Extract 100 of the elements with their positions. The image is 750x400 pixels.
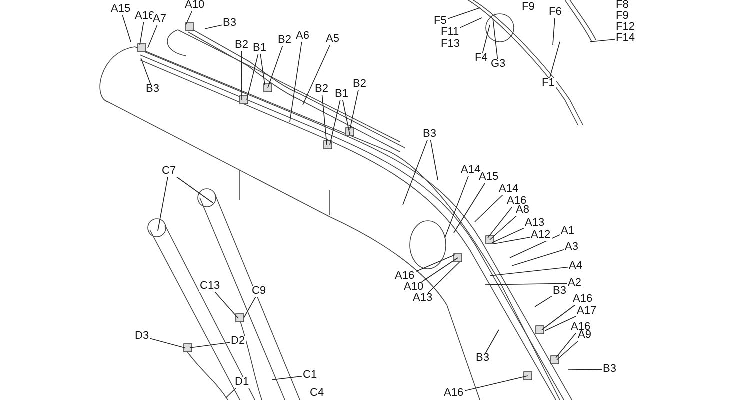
callout-label: B3 xyxy=(552,286,568,297)
leader-line xyxy=(268,46,284,88)
leader-line xyxy=(150,338,186,348)
callout-label: B3 xyxy=(222,18,238,29)
leader-line xyxy=(488,206,513,238)
callout-label: A16 xyxy=(443,388,465,399)
callout-label: B2 xyxy=(234,40,250,51)
leader-line xyxy=(556,332,577,358)
leader-line xyxy=(474,194,504,222)
leader-line xyxy=(485,330,500,354)
callout-label: A12 xyxy=(530,230,552,241)
leader-line xyxy=(454,182,486,234)
leader-line xyxy=(176,176,214,204)
leader-line xyxy=(302,44,331,106)
callout-label: A3 xyxy=(564,242,580,253)
leader-line xyxy=(158,176,168,232)
callout-label: F4 xyxy=(474,53,489,64)
leader-line xyxy=(350,90,359,130)
callout-label: B2 xyxy=(314,84,330,95)
leader-line xyxy=(415,254,456,272)
leader-line xyxy=(494,237,530,244)
leader-line xyxy=(342,100,350,136)
leader-line xyxy=(422,258,458,282)
callout-label: A16 xyxy=(572,294,594,305)
leader-line xyxy=(204,24,222,30)
callout-label: A10 xyxy=(184,0,206,11)
leader-line xyxy=(552,18,556,46)
leader-line xyxy=(510,234,560,258)
leader-line xyxy=(512,250,564,266)
callout-label: A2 xyxy=(567,278,582,289)
callout-label: A9 xyxy=(577,330,592,341)
callout-label: A6 xyxy=(295,31,310,42)
leader-line xyxy=(290,42,302,122)
leader-line xyxy=(490,216,518,240)
callout-label: F1 xyxy=(541,78,556,89)
leader-line xyxy=(122,14,132,42)
leader-line xyxy=(226,388,237,398)
callout-label: A14 xyxy=(498,184,520,195)
leader-line xyxy=(544,316,576,332)
callout-label: F8 xyxy=(615,0,630,11)
leader-line xyxy=(490,266,568,276)
leader-line xyxy=(428,262,460,294)
callout-label: C9 xyxy=(251,286,268,297)
callout-label: A15 xyxy=(110,4,132,15)
callout-label: D2 xyxy=(230,336,246,347)
callout-label: B2 xyxy=(277,35,292,46)
callout-label: A7 xyxy=(152,14,168,25)
leader-line xyxy=(444,176,470,238)
leader-line xyxy=(556,340,579,360)
callout-label: F9 xyxy=(615,11,630,22)
leader-line xyxy=(272,376,302,380)
callout-label: A10 xyxy=(403,282,425,293)
leader-line xyxy=(430,140,438,180)
leader-line xyxy=(260,54,266,86)
callout-label: G3 xyxy=(490,59,507,70)
callout-label: A16 xyxy=(394,271,416,282)
callout-label: A1 xyxy=(560,226,576,237)
leader-line xyxy=(590,39,616,42)
leader-line xyxy=(534,296,552,308)
callout-label: C1 xyxy=(302,370,318,381)
callout-label: A17 xyxy=(576,306,598,317)
leader-line xyxy=(484,283,568,286)
callout-label: B1 xyxy=(334,89,350,100)
callout-label: F9 xyxy=(521,2,536,13)
callout-label: B3 xyxy=(422,129,438,140)
leader-line xyxy=(244,296,256,318)
callout-label: A5 xyxy=(325,34,340,45)
leader-line xyxy=(241,50,242,100)
callout-label: C7 xyxy=(161,166,178,177)
callout-label: C13 xyxy=(199,281,222,292)
callout-label: A15 xyxy=(478,172,500,183)
leader-line xyxy=(464,376,528,392)
callout-label: B1 xyxy=(252,43,268,54)
callout-label: A4 xyxy=(568,261,584,272)
callout-label: F11 xyxy=(440,27,460,38)
leader-line xyxy=(492,18,498,60)
callout-label: B2 xyxy=(352,79,368,90)
callout-label: F14 xyxy=(615,33,636,44)
leader-line xyxy=(542,304,576,330)
callout-label: A13 xyxy=(412,293,434,304)
callout-label: A8 xyxy=(515,205,530,216)
leader-line xyxy=(214,292,238,318)
leader-line xyxy=(402,140,428,206)
leader-line xyxy=(447,8,480,20)
leader-line xyxy=(492,228,524,244)
leader-line xyxy=(140,22,144,46)
callout-label: B3 xyxy=(475,353,490,364)
leader-line xyxy=(568,369,602,370)
callout-label: C4 xyxy=(309,388,326,399)
callout-label: D1 xyxy=(234,377,250,388)
leader-line xyxy=(140,58,152,84)
leader-line xyxy=(148,24,158,48)
callout-label: B3 xyxy=(145,84,160,95)
leader-line xyxy=(186,10,193,26)
callout-label: D3 xyxy=(134,331,150,342)
callout-label: F12 xyxy=(615,22,636,33)
leader-line xyxy=(330,100,341,146)
leader-line xyxy=(550,42,560,78)
callout-label: F6 xyxy=(548,7,563,18)
leader-line xyxy=(482,24,490,54)
